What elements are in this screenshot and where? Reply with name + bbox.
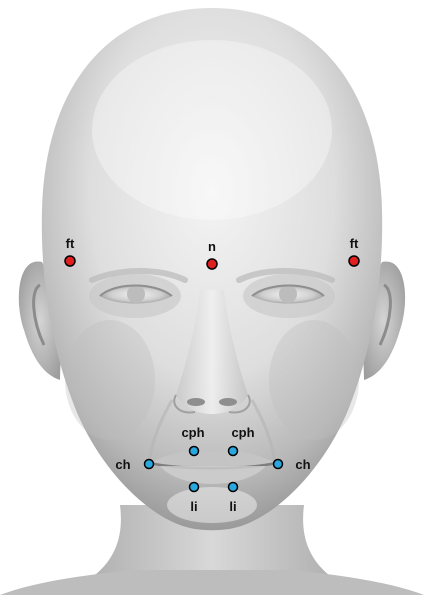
landmark-label-li-right: li [229,499,236,514]
landmark-li-right: li [229,483,238,515]
landmark-label-ft-right: ft [350,236,359,251]
right-cheek-shadow [269,320,359,440]
landmark-dot-cph-right [229,447,238,456]
landmark-label-n: n [208,239,216,254]
forehead-highlight [92,40,332,220]
landmark-label-cph-right: cph [231,425,254,440]
landmark-dot-ft-left [65,256,75,266]
landmark-dot-li-right [229,483,238,492]
landmark-dot-ch-left [145,460,154,469]
landmark-label-li-left: li [190,499,197,514]
landmark-label-ch-left: ch [115,457,130,472]
landmark-label-ch-right: ch [295,457,310,472]
landmark-label-cph-left: cph [181,425,204,440]
landmark-li-left: li [190,483,199,515]
chin-highlight [167,487,257,523]
landmark-dot-n [207,259,217,269]
landmark-dot-li-left [190,483,199,492]
landmark-dot-ft-right [349,256,359,266]
landmark-dot-cph-left [190,447,199,456]
landmark-label-ft-left: ft [66,236,75,251]
landmark-dot-ch-right [274,460,283,469]
left-cheek-shadow [65,320,155,440]
